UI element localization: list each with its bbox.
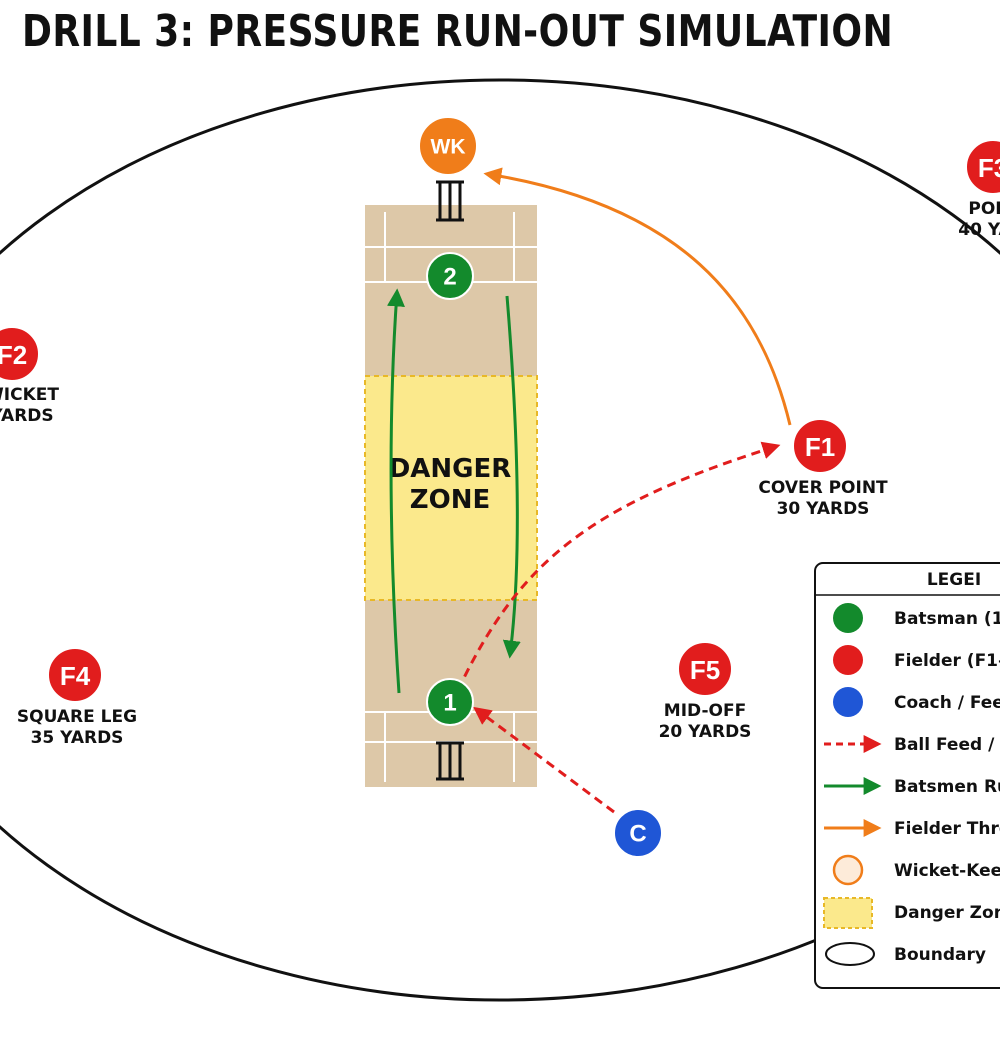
player-label-f5: F5 [690, 655, 720, 685]
stumps-bottom [436, 741, 464, 781]
fielder-distance-f5: 20 YARDS [659, 722, 752, 742]
player-label-c: C [629, 821, 646, 848]
player-dot-b2 [426, 252, 474, 300]
danger-zone-border [364, 375, 538, 601]
legend-row-boundary-ellipse: Boundary [825, 942, 986, 966]
player-dot-wk [418, 116, 478, 176]
player-label-wk: WK [431, 136, 466, 159]
ball-hit-arrow [456, 441, 781, 691]
player-marker-f3: F3POI40 YA [958, 139, 1000, 240]
fielder-position-f4: SQUARE LEG [17, 707, 137, 727]
player-dot-f5 [677, 641, 733, 697]
legend-symbol-red-dot [833, 645, 863, 675]
batsman-run-arrow-up [387, 288, 405, 694]
legend-symbol-blue-dot [833, 687, 863, 717]
fielder-position-f5: MID-OFF [664, 701, 746, 721]
danger-zone-label-line2: ZONE [410, 485, 490, 515]
ball-feed-arrow [473, 706, 615, 814]
player-label-f1: F1 [805, 432, 835, 462]
legend-symbol-boundary-ellipse [825, 942, 875, 966]
page-title: DRILL 3: PRESSURE RUN-OUT SIMULATION [22, 6, 894, 57]
legend-row-zone-swatch: Danger Zone (I [823, 897, 1000, 929]
legend-label: Boundary [894, 945, 986, 965]
player-dot-c [613, 808, 663, 858]
fielder-position-f2: WICKET [0, 385, 59, 405]
player-dot-f3 [965, 139, 1000, 195]
legend-box [814, 562, 1000, 989]
fielder-position-f1: COVER POINT [758, 478, 888, 498]
player-label-f4: F4 [60, 661, 91, 691]
boundary-line [0, 78, 1000, 1002]
legend-symbol-green-dot [833, 603, 863, 633]
legend-row-wk-ring: Wicket-Keeper [832, 854, 1000, 886]
fielder-distance-f3: 40 YA [958, 220, 1000, 240]
stumps-top [436, 180, 464, 222]
legend-label: Batsman (1 = S [894, 609, 1000, 629]
player-marker-f2: F2WICKETYARDS [0, 326, 59, 426]
player-label-b1: 1 [443, 690, 456, 717]
player-marker-b2: 2 [426, 252, 474, 300]
player-dot-f1 [792, 418, 848, 474]
legend-symbol-zone-swatch [823, 897, 873, 929]
legend: LEGEI Batsman (1 = S Fielder (F1–F5Coach … [814, 562, 1000, 989]
fielder-position-f3: POI [968, 199, 1000, 219]
legend-row-red-dot: Fielder (F1–F5 [833, 645, 1000, 675]
legend-title: LEGEI [927, 570, 981, 590]
legend-label: Danger Zone (I [894, 903, 1000, 923]
player-dot-f2 [0, 326, 40, 382]
legend-label: Fielder (F1–F5 [894, 651, 1000, 671]
danger-zone-label-line1: DANGER [389, 454, 512, 484]
legend-label: Wicket-Keeper [894, 861, 1000, 881]
legend-row-blue-dot: Coach / Feede [833, 687, 1000, 717]
legend-label: Coach / Feede [894, 693, 1000, 713]
player-marker-wk: WK [418, 116, 478, 176]
legend-row-green-dot: Batsman (1 = S [833, 603, 1000, 633]
player-label-f2: F2 [0, 340, 27, 370]
legend-items: Batsman (1 = S Fielder (F1–F5Coach / Feed… [823, 603, 1000, 966]
legend-symbol-wk-ring [832, 854, 864, 886]
fielder-distance-f4: 35 YARDS [31, 728, 124, 748]
player-marker-c: C [613, 808, 663, 858]
player-label-b2: 2 [443, 264, 456, 291]
legend-label: Ball Feed / Hit [894, 735, 1000, 755]
player-dot-f4 [47, 647, 103, 703]
legend-label: Batsmen Run [894, 777, 1000, 797]
legend-row-red-dashed-arrow: Ball Feed / Hit [824, 735, 1000, 755]
player-marker-b1: 1 [426, 678, 474, 726]
fielder-distance-f2: YARDS [0, 406, 54, 426]
legend-row-green-arrow: Batsmen Run [824, 777, 1000, 797]
batsman-run-arrow-down [502, 295, 521, 659]
legend-row-orange-arrow: Fielder Throw [824, 819, 1000, 839]
player-dot-b1 [426, 678, 474, 726]
fielder-distance-f1: 30 YARDS [777, 499, 870, 519]
fielder-throw-arrow [483, 167, 792, 426]
legend-label: Fielder Throw [894, 819, 1000, 839]
player-label-f3: F3 [978, 153, 1000, 183]
